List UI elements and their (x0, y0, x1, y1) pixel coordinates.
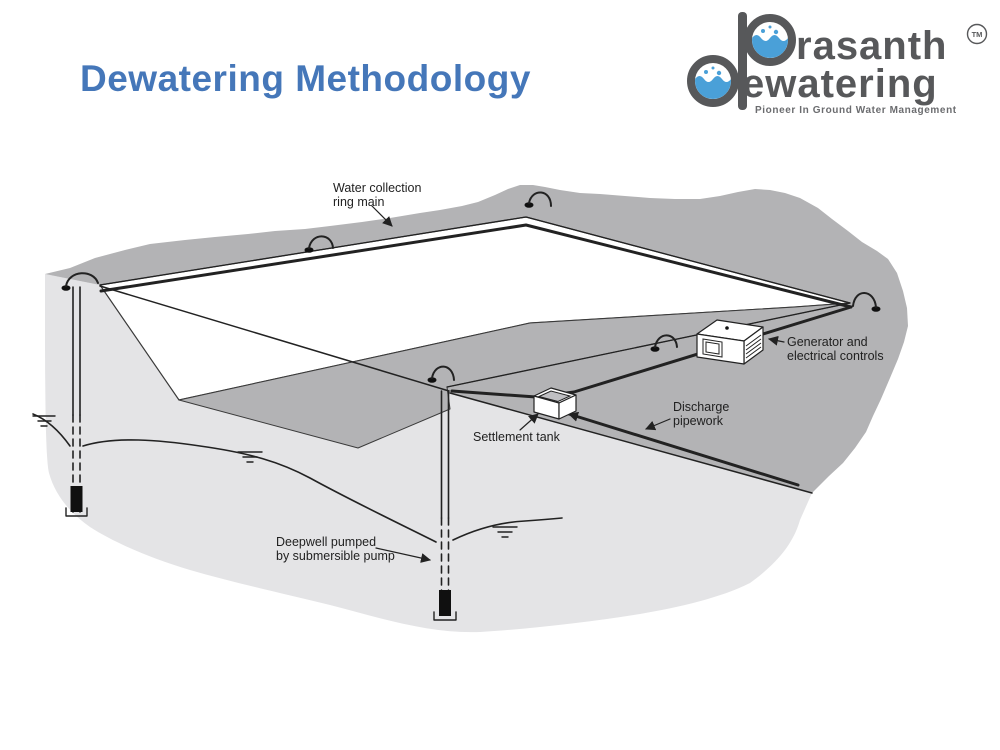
water-table-icon (492, 526, 518, 538)
wellhead-icon (427, 377, 437, 383)
submersible-pump (439, 590, 451, 616)
wellhead-icon (524, 191, 552, 208)
discharge-pipe (567, 411, 800, 487)
page-title: Dewatering Methodology (80, 58, 531, 99)
drawdown-curve-middle (82, 439, 437, 543)
label-settlement-tank: Settlement tank (473, 430, 561, 444)
generator-grille-icon (745, 334, 762, 359)
leader-arrow-deepwell (375, 547, 431, 563)
prasanth-dewatering-logo: rasanth ewatering TM Pioneer In Ground W… (687, 12, 988, 116)
bubble-icon (716, 70, 722, 76)
bubble-icon (704, 70, 708, 74)
section-cut-line-left (99, 285, 450, 392)
submersible-pump (70, 486, 83, 512)
wellhead-icon (650, 334, 678, 352)
ring-main-pipe (99, 223, 853, 309)
logo-d-water (695, 76, 731, 99)
wellhead-icon (852, 292, 881, 312)
wellhead-icon (61, 285, 71, 291)
logo-p-water (752, 35, 788, 58)
logo-text-prasanth: rasanth (796, 24, 948, 68)
pit-rim-edge (99, 216, 851, 304)
leader-arrow-ring-main (371, 205, 393, 227)
label-discharge: Discharge pipework (673, 400, 733, 428)
deepwell-middle (427, 365, 457, 621)
bubble-icon (768, 25, 772, 29)
trademark-text: TM (972, 30, 983, 39)
bubble-icon (711, 66, 715, 70)
control-panel-window (702, 338, 723, 358)
wellhead-icon (304, 235, 334, 253)
bubble-icon (773, 29, 779, 35)
settlement-tank (533, 387, 577, 420)
drawdown-curve-right (452, 517, 563, 541)
water-table-icon (32, 415, 56, 427)
trademark-icon (966, 23, 988, 45)
label-deepwell: Deepwell pumped by submersible pump (276, 535, 395, 563)
leader-arrow-settlement-tank (519, 413, 539, 431)
leader-arrow-discharge (645, 418, 671, 431)
logo-text-dewatering: ewatering (742, 62, 938, 106)
deepwell-left (61, 272, 99, 517)
generator-box (696, 319, 764, 365)
logo-tagline: Pioneer In Ground Water Management (755, 105, 957, 116)
label-ring-main: Water collection ring main (333, 181, 425, 209)
pit-rim-front-edge (446, 302, 851, 388)
water-table-icon (237, 451, 263, 463)
leader-arrow-generator (768, 335, 785, 346)
label-generator: Generator and electrical controls (787, 335, 884, 363)
ground-surface-band (45, 185, 908, 493)
bubble-icon (761, 29, 765, 33)
section-cut-line-right (449, 392, 813, 494)
